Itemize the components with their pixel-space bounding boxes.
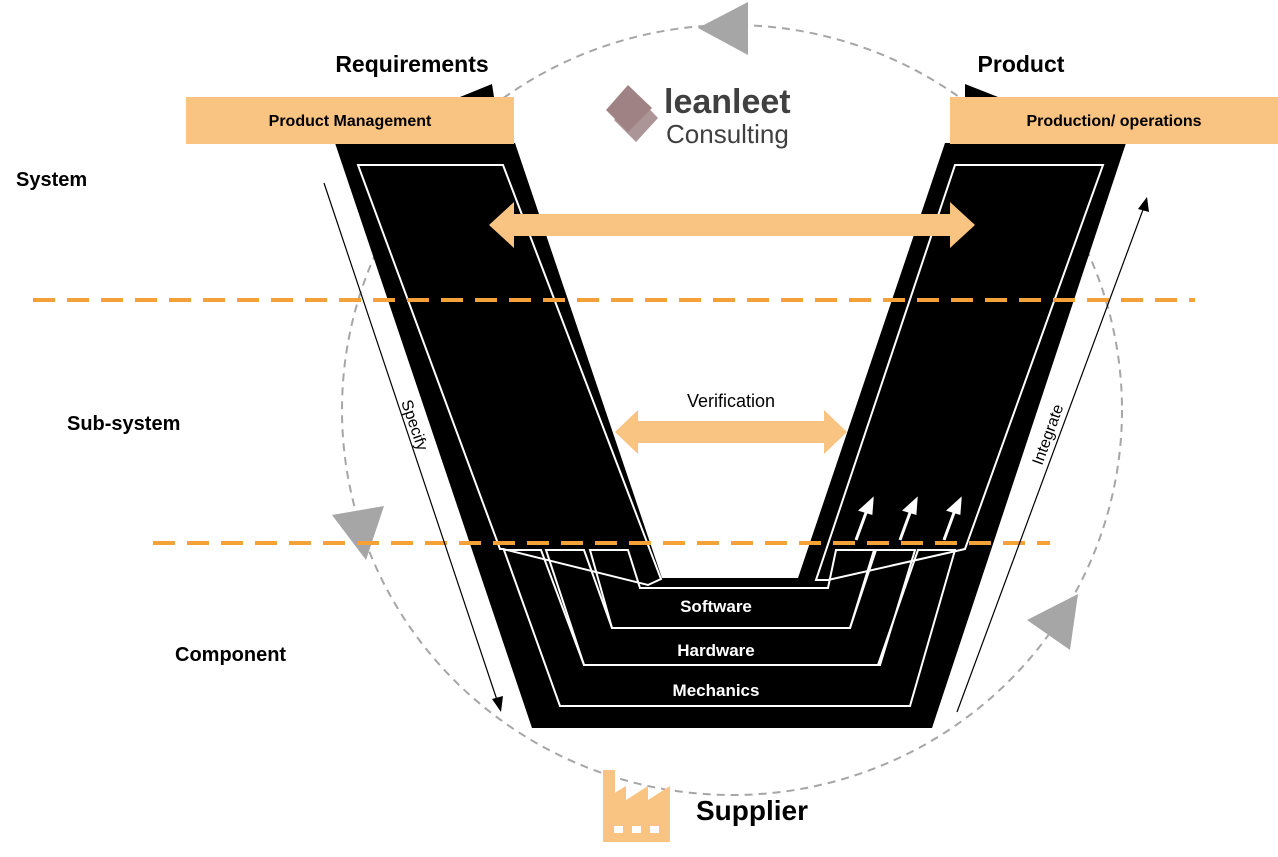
hardware-band [544, 549, 917, 666]
integrate-arrow [956, 206, 1145, 713]
production-operations-label: Production/ operations [1026, 113, 1201, 130]
subsystem-level-label: Sub-system [67, 413, 180, 435]
validation-label: Validation [686, 185, 764, 205]
logo-mark-front [614, 95, 658, 142]
v-shape [335, 143, 1126, 728]
logo-line2: Consulting [666, 119, 789, 149]
up-arrow-1-head [858, 496, 874, 515]
supplier-label: Supplier [696, 795, 808, 826]
cycle-arrow-top [698, 2, 748, 55]
mechanics-label: Mechanics [673, 681, 760, 700]
right-strip-outline [814, 164, 1105, 581]
product-management-box [186, 97, 514, 144]
specify-arrow [323, 182, 499, 704]
logo-line1: leanleet [664, 83, 791, 121]
cycle-arrow-left [332, 506, 384, 560]
hardware-label: Hardware [677, 641, 754, 660]
requirements-heading: Requirements [335, 51, 488, 77]
left-corner [460, 84, 494, 97]
integrate-arrowhead [1138, 197, 1149, 212]
product-management-label: Product Management [269, 113, 432, 130]
production-operations-box [950, 97, 1278, 144]
software-band [588, 549, 876, 629]
cycle-arrow-right [1027, 594, 1078, 650]
verification-arrow [615, 410, 847, 454]
software-label: Software [680, 597, 752, 616]
specify-arrowhead [492, 696, 503, 712]
leanleet-logo: leanleet Consulting [606, 83, 791, 149]
mechanics-band [502, 549, 957, 707]
validation-arrow [489, 202, 975, 248]
left-strip-outline [356, 164, 663, 587]
up-arrow-2 [898, 509, 913, 541]
factory-icon [603, 770, 670, 842]
up-arrow-3 [942, 509, 957, 541]
up-arrow-2-head [902, 496, 918, 515]
verification-label: Verification [687, 391, 775, 411]
product-heading: Product [978, 51, 1065, 77]
up-arrow-1 [854, 509, 869, 541]
up-arrow-3-head [946, 496, 962, 515]
right-corner [965, 84, 998, 97]
integration-arrows [854, 496, 962, 541]
component-level-label: Component [175, 644, 286, 666]
system-level-label: System [16, 169, 87, 191]
